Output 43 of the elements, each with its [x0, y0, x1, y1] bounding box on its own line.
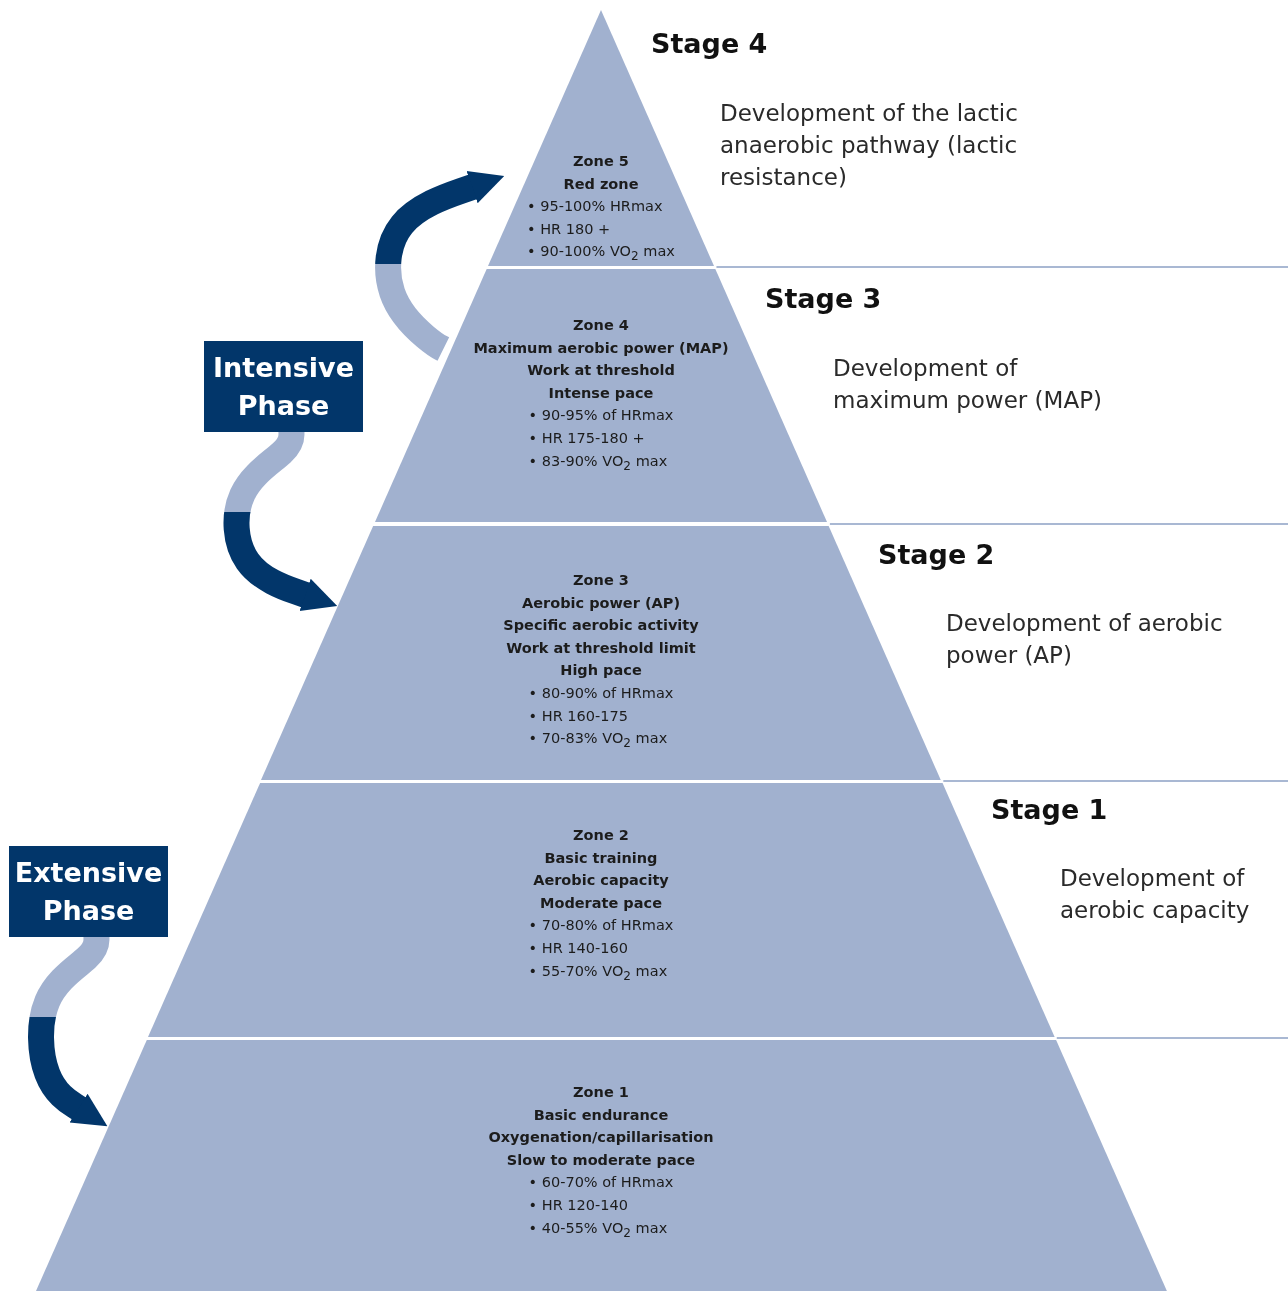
bullet-text: • 90-95% of HRmax	[528, 406, 674, 426]
zone-heading: Maximum aerobic power (MAP)	[472, 338, 730, 358]
stage-heading: Stage 4	[651, 28, 768, 59]
bullet-text: • 40-55% VO$_{2}$ max	[528, 1218, 669, 1242]
zone-heading: Basic endurance	[532, 1105, 670, 1125]
stage-description: Development of aerobic power (AP)	[946, 609, 1224, 670]
bullet-text: • 60-70% of HRmax	[528, 1173, 674, 1193]
zone-heading: Work at threshold	[526, 361, 676, 381]
zone-heading: Specific aerobic activity	[502, 616, 700, 636]
phase-label: Extensive Phase	[9, 846, 168, 937]
zone-heading: Slow to moderate pace	[505, 1150, 697, 1170]
phase-label: Intensive Phase	[204, 341, 363, 432]
zone-heading: Intense pace	[547, 383, 655, 403]
zone-heading: Zone 2	[572, 826, 630, 845]
stage-heading: Stage 3	[765, 283, 882, 314]
bullet-text: • 83-90% VO$_{2}$ max	[528, 451, 669, 475]
bullet-text: • HR 140-160	[528, 938, 629, 958]
zone-heading: Moderate pace	[539, 893, 663, 913]
zone-heading: Work at threshold limit	[505, 638, 697, 658]
zone-heading: Zone 3	[572, 571, 630, 590]
zone-heading: High pace	[559, 661, 643, 681]
stage-heading: Stage 1	[991, 794, 1108, 825]
bullet-text: • 55-70% VO$_{2}$ max	[528, 961, 669, 985]
zone-heading: Red zone	[562, 174, 640, 194]
zone-heading: Aerobic power (AP)	[520, 593, 681, 613]
stage-heading: Stage 2	[878, 539, 995, 570]
zone-heading: Zone 5	[572, 152, 630, 171]
zone-heading: Zone 4	[572, 316, 630, 335]
bullet-text: • HR 175-180 +	[528, 428, 646, 448]
bullet-text: • HR 160-175	[528, 706, 629, 726]
bullet-text: • 95-100% HRmax	[527, 197, 664, 217]
zone-heading: Oxygenation/capillarisation	[487, 1128, 715, 1148]
stage-description: Development of the lactic anaerobic pathway (lactic resistance)	[720, 99, 1019, 192]
bullet-text: • HR 120-140	[528, 1195, 629, 1215]
stage-description: Development of maximum power (MAP)	[833, 354, 1103, 415]
zone-heading: Zone 1	[572, 1083, 630, 1102]
bullet-text: • 70-80% of HRmax	[528, 916, 674, 936]
bullet-text: • 70-83% VO$_{2}$ max	[528, 729, 669, 753]
stage-description: Development of aerobic capacity	[1060, 864, 1251, 925]
zone-heading: Basic training	[543, 848, 659, 868]
bullet-text: • 80-90% of HRmax	[528, 683, 674, 703]
bullet-text: • HR 180 +	[527, 219, 612, 239]
bullet-text: • 90-100% VO$_{2}$ max	[527, 242, 675, 266]
